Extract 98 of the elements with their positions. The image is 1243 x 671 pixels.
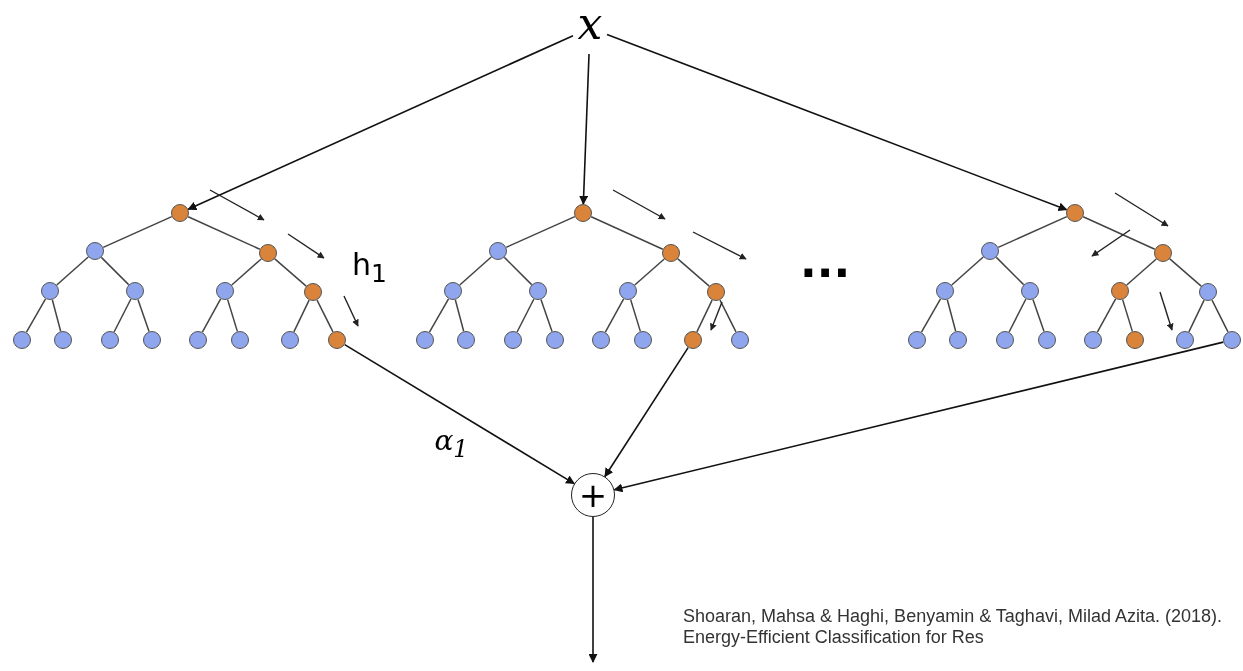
tree-node-circle (1223, 331, 1241, 349)
tree-branch-line (677, 258, 710, 287)
tree-node-circle (231, 331, 249, 349)
tree-node-circle (189, 331, 207, 349)
tree-branch-line (1121, 298, 1134, 333)
tree-branch-line (274, 258, 307, 287)
tree-node-circle (1111, 282, 1129, 300)
ellipsis: ... (800, 240, 851, 284)
tree-branch-line (137, 298, 150, 333)
tree-node-circle (143, 331, 161, 349)
learner-label: h$_{1}$ (352, 250, 387, 286)
tree-node-circle (328, 331, 346, 349)
tree-branch-line (293, 299, 310, 333)
tree-node-circle (662, 244, 680, 262)
tree-branch-line (540, 298, 553, 333)
tree-branch-line (1126, 258, 1157, 286)
tree-node-circle (1176, 331, 1194, 349)
tree-branch-line (629, 298, 642, 333)
tree-node-circle (216, 282, 234, 300)
tree-node-circle (1066, 204, 1084, 222)
tree-node-circle (1199, 283, 1217, 301)
tree-branch-line (100, 256, 130, 286)
tree-branch-line (604, 298, 625, 333)
tree-node-circle (529, 282, 547, 300)
tree-node-circle (304, 283, 322, 301)
tree-node-circle (996, 331, 1014, 349)
arrow (604, 346, 689, 478)
tree-node-circle (908, 331, 926, 349)
tree-node-circle (731, 331, 749, 349)
tree-node-circle (416, 331, 434, 349)
tree-branch-line (920, 298, 942, 333)
tree-branch-line (102, 215, 173, 249)
tree-node-circle (86, 242, 104, 260)
tree-branch-line (459, 256, 492, 286)
tree-node-circle (504, 331, 522, 349)
tree-node-circle (13, 331, 31, 349)
tree-node-circle (1021, 282, 1039, 300)
tree-node-circle (126, 282, 144, 300)
tree-branch-line (231, 258, 262, 286)
tree-node-circle (1154, 244, 1172, 262)
arrow (588, 516, 598, 663)
tree-branch-line (113, 298, 132, 333)
tree-node-circle (684, 331, 702, 349)
tree-node-circle (281, 331, 299, 349)
tree-node-circle (619, 282, 637, 300)
tree-node-circle (634, 331, 652, 349)
citation-caption: Shoaran, Mahsa & Haghi, Benyamin & Taghavi, Milad Azita. (2018). Energy-Efficient Classification for Res (683, 606, 1223, 648)
tree-node-circle (171, 204, 189, 222)
tree-branch-line (56, 256, 89, 286)
tree-node-circle (54, 331, 72, 349)
arrow (613, 341, 1225, 493)
tree-branch-line (1008, 298, 1027, 333)
tree-branch-line (997, 215, 1068, 249)
tree-node-circle (101, 331, 119, 349)
tree-branch-line (25, 298, 47, 333)
tree-node-circle (1038, 331, 1056, 349)
input-variable: x (573, 2, 607, 54)
tree-node-circle (489, 242, 507, 260)
arrow (606, 33, 1068, 212)
tree-branch-line (51, 298, 62, 333)
tree-branch-line (1188, 299, 1205, 333)
tree-node-circle (1084, 331, 1102, 349)
tree-branch-line (995, 256, 1025, 286)
tree-branch-line (503, 256, 533, 286)
tree-branch-line (590, 215, 664, 251)
arrow (579, 53, 590, 205)
tree-branch-line (316, 299, 334, 333)
arrow (187, 34, 574, 211)
tree-branch-line (226, 298, 239, 333)
tree-node-circle (259, 244, 277, 262)
arrow (343, 343, 575, 485)
tree-node-circle (592, 331, 610, 349)
tree-branch-line (1032, 298, 1045, 333)
tree-branch-line (454, 298, 465, 333)
tree-node-circle (457, 331, 475, 349)
tree-branch-line (946, 298, 957, 333)
tree-node-circle (981, 242, 999, 260)
tree-branch-line (1211, 299, 1229, 333)
tree-node-circle (444, 282, 462, 300)
tree-node-circle (936, 282, 954, 300)
tree-node-circle (707, 283, 725, 301)
tree-node-circle (41, 282, 59, 300)
tree-branch-line (719, 299, 737, 333)
tree-branch-line (951, 256, 984, 286)
tree-branch-line (428, 298, 450, 333)
tree-branch-line (201, 298, 222, 333)
tree-branch-line (634, 258, 665, 286)
tree-branch-line (1096, 298, 1117, 333)
tree-branch-line (187, 215, 261, 251)
tree-node-circle (1126, 331, 1144, 349)
tree-branch-line (505, 215, 576, 249)
tree-node-circle (949, 331, 967, 349)
tree-node-circle (546, 331, 564, 349)
tree-branch-line (1169, 258, 1202, 287)
tree-branch-line (1082, 215, 1156, 251)
tree-branch-line (696, 299, 713, 333)
tree-branch-line (516, 298, 535, 333)
tree-node-circle (574, 204, 592, 222)
